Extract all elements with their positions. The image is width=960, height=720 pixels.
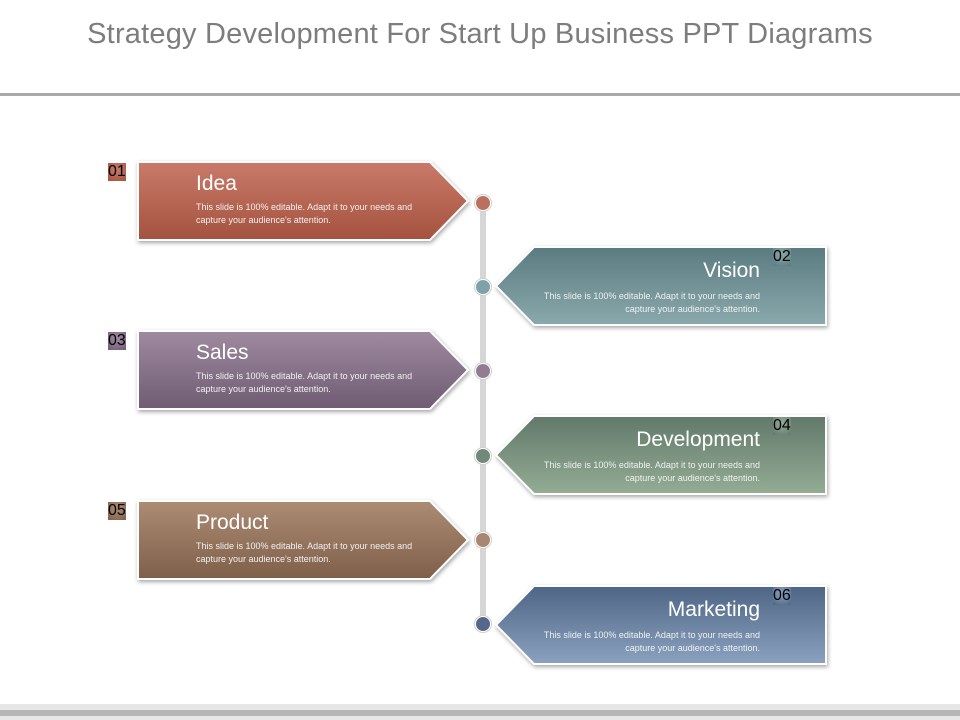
step-number-badge: 02 xyxy=(773,248,791,266)
step-description: This slide is 100% editable. Adapt it to… xyxy=(196,371,413,394)
step-description: This slide is 100% editable. Adapt it to… xyxy=(543,460,760,483)
timeline-dot-04 xyxy=(474,447,491,464)
timeline-dot-02 xyxy=(474,278,491,295)
timeline-dot-01 xyxy=(474,194,491,211)
timeline-line xyxy=(480,204,486,624)
step-heading: Development xyxy=(636,428,760,451)
timeline-dot-03 xyxy=(474,362,491,379)
step-heading: Vision xyxy=(703,259,760,282)
step-description: This slide is 100% editable. Adapt it to… xyxy=(543,630,760,653)
step-description: This slide is 100% editable. Adapt it to… xyxy=(196,541,413,564)
step-number-badge: 03 xyxy=(108,332,126,350)
step-05-arrow-body xyxy=(137,500,470,580)
bottom-bar xyxy=(0,704,960,720)
step-heading: Marketing xyxy=(667,598,760,621)
step-description: This slide is 100% editable. Adapt it to… xyxy=(196,202,413,225)
step-06-arrow xyxy=(494,585,827,665)
step-06-arrow-body xyxy=(494,585,827,665)
step-04-arrow xyxy=(494,415,827,495)
timeline-dot-06 xyxy=(474,615,491,632)
step-01-arrow xyxy=(137,161,470,241)
step-02-arrow-body xyxy=(494,246,827,326)
step-heading: Idea xyxy=(196,172,237,195)
step-number-badge: 04 xyxy=(773,417,791,435)
step-01-arrow-body xyxy=(137,161,470,241)
step-heading: Product xyxy=(196,511,269,534)
step-02-arrow xyxy=(494,246,827,326)
step-number-badge: 06 xyxy=(773,587,791,605)
step-number-badge: 05 xyxy=(108,502,126,520)
step-03-arrow-body xyxy=(137,330,470,410)
step-05-arrow xyxy=(137,500,470,580)
slide-title: Strategy Development For Start Up Busine… xyxy=(87,18,873,50)
step-number-badge: 01 xyxy=(108,163,126,181)
step-04-arrow-body xyxy=(494,415,827,495)
step-heading: Sales xyxy=(196,341,249,364)
step-description: This slide is 100% editable. Adapt it to… xyxy=(543,291,760,314)
timeline-dot-05 xyxy=(474,531,491,548)
title-divider xyxy=(0,93,960,96)
step-03-arrow xyxy=(137,330,470,410)
